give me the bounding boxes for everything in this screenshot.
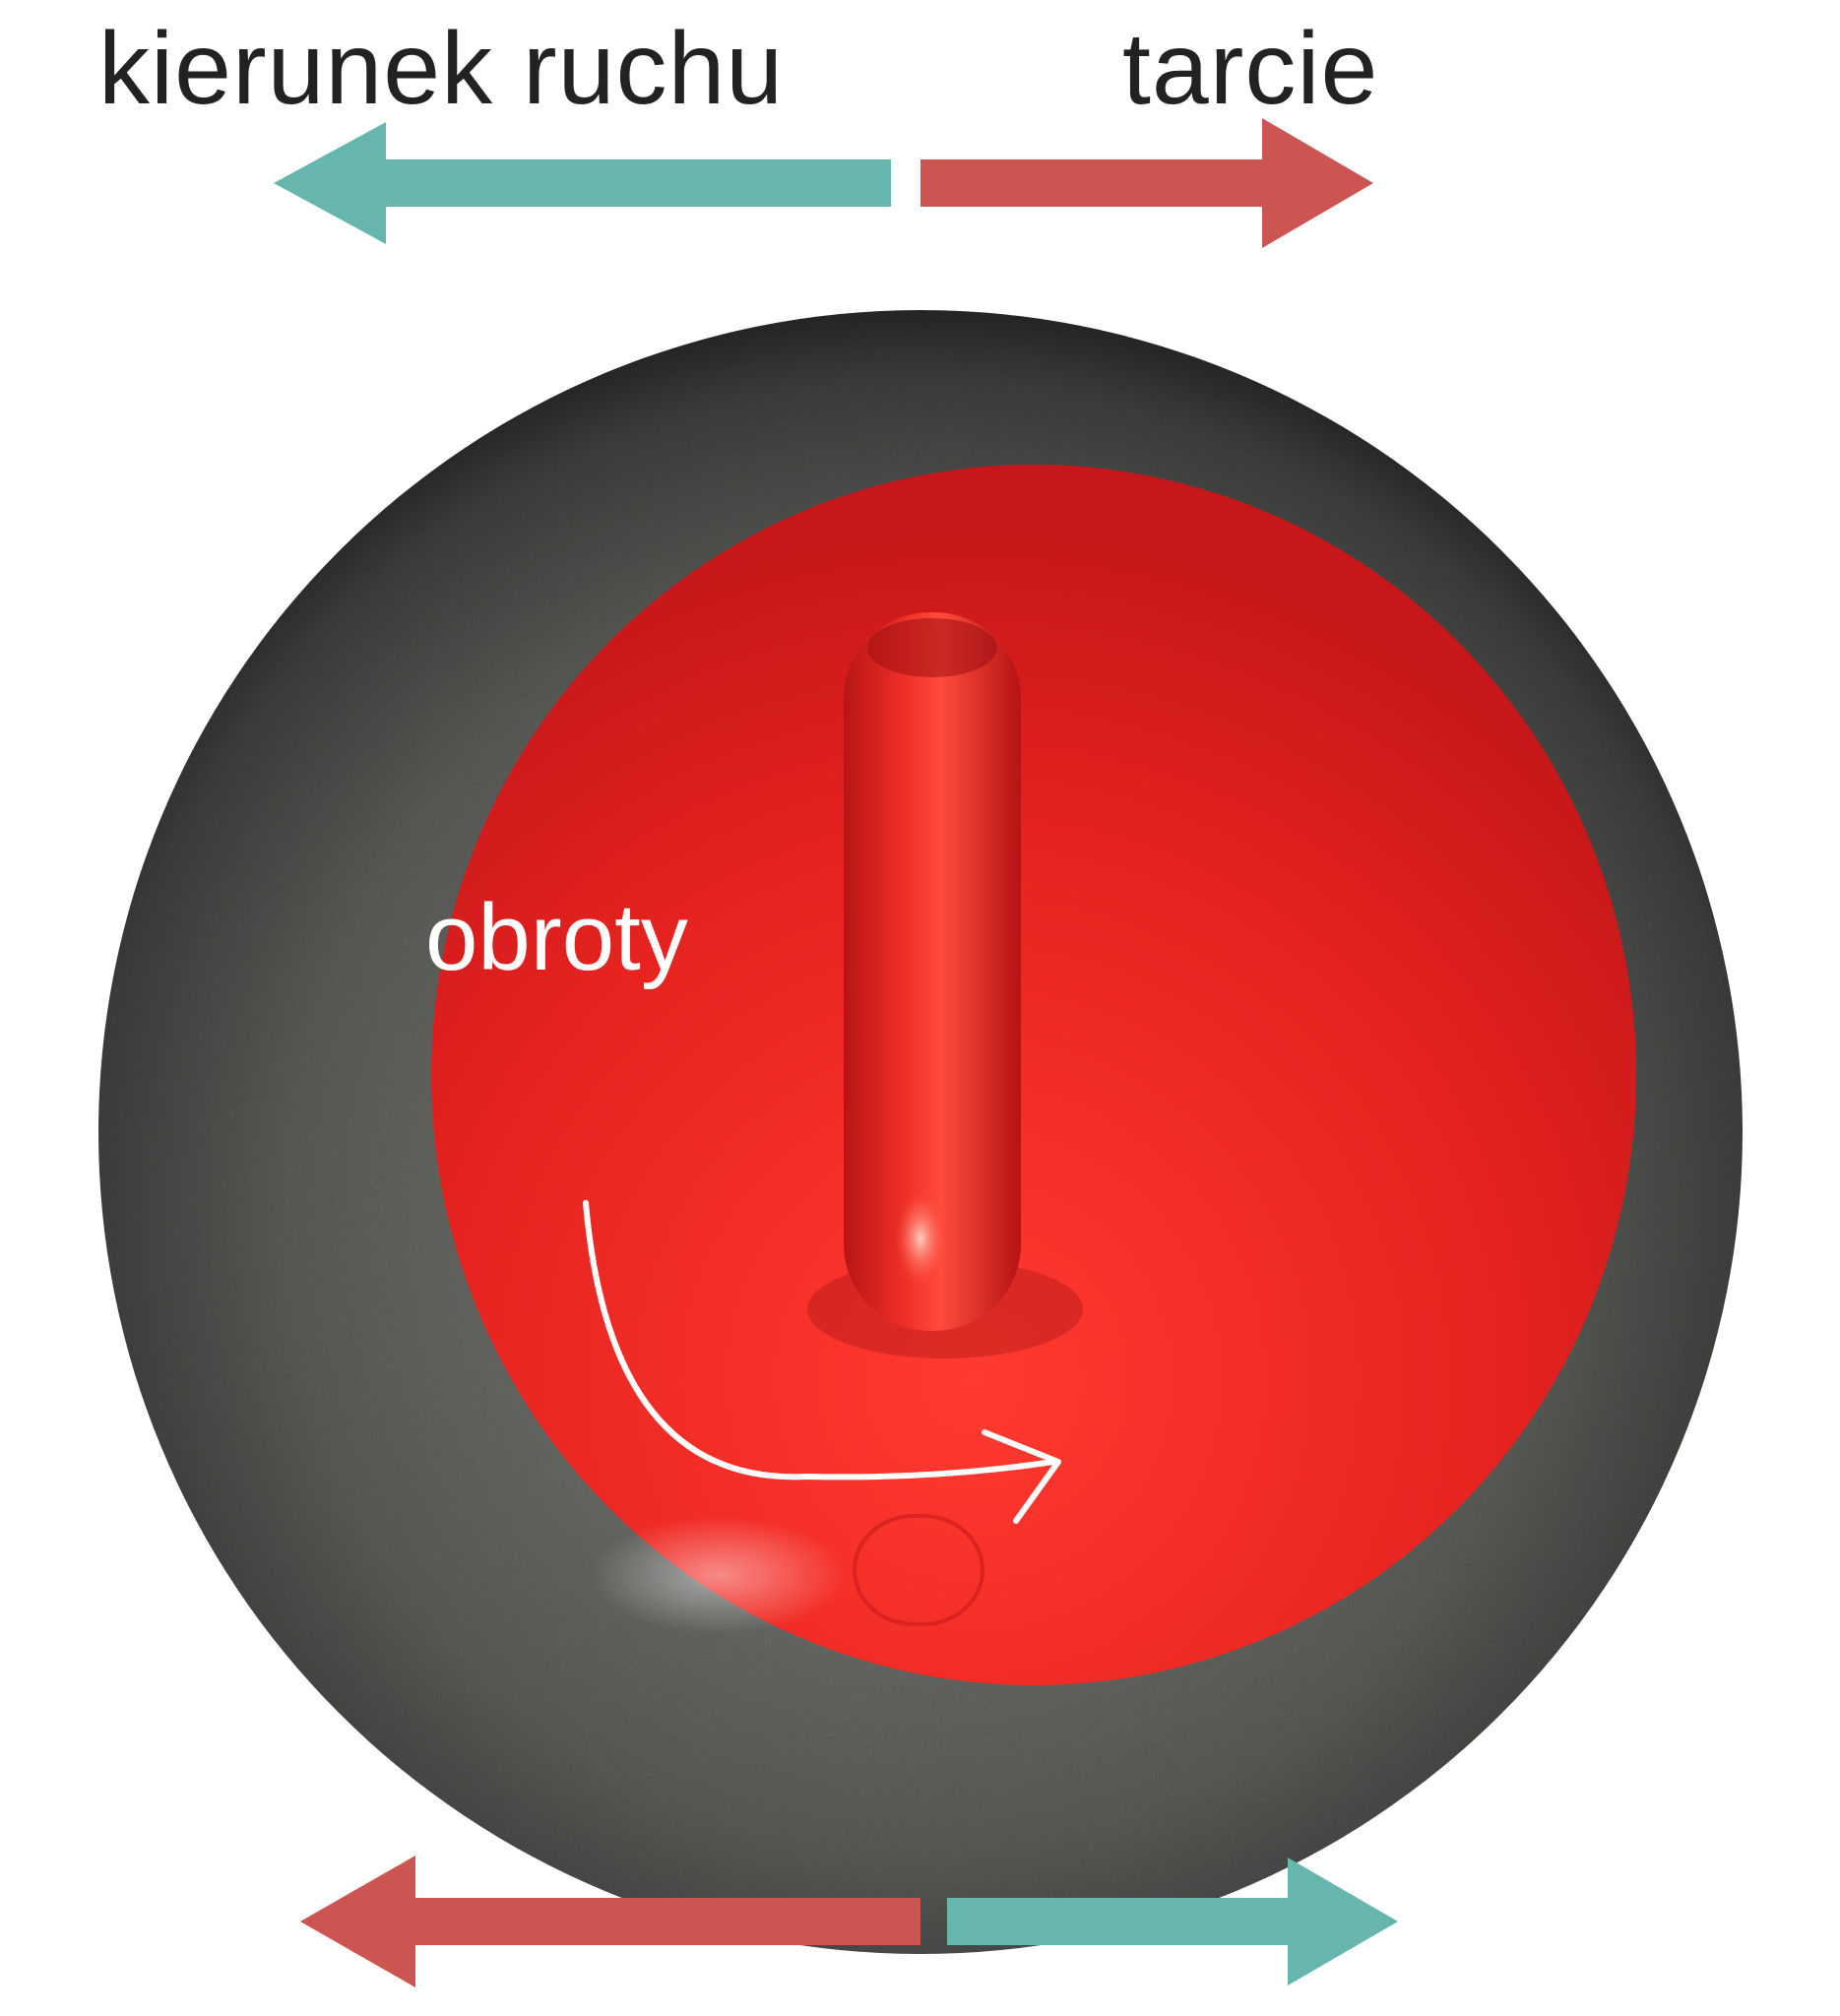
curved-arrow-icon [583, 1200, 1061, 1524]
stone-cap [431, 465, 1636, 1685]
rotation-label: obroty [425, 885, 688, 990]
friction-arrow [920, 118, 1373, 248]
bottom-friction-arrow [300, 1856, 920, 1987]
stone-handle [844, 612, 1021, 1331]
bottom-motion-arrow [947, 1858, 1398, 1985]
friction-label: tarcie [1122, 12, 1379, 126]
curling-stone-icon [98, 310, 1743, 1954]
motion-direction-arrow [274, 122, 891, 244]
motion-direction-label: kierunek ruchu [98, 12, 785, 126]
